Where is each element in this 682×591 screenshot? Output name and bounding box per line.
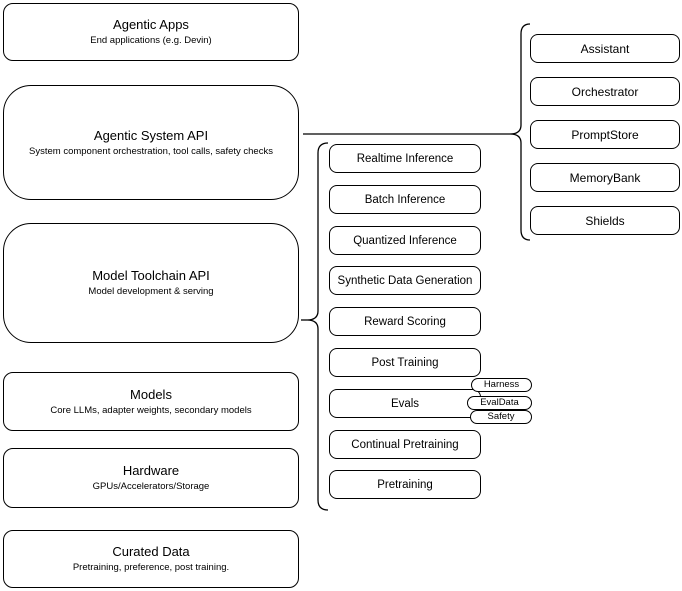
- node-assistant: Assistant: [530, 34, 680, 63]
- node-hardware: Hardware GPUs/Accelerators/Storage: [3, 448, 299, 508]
- node-synthetic-data-generation: Synthetic Data Generation: [329, 266, 481, 295]
- node-shields: Shields: [530, 206, 680, 235]
- node-realtime-inference: Realtime Inference: [329, 144, 481, 173]
- node-evals: Evals: [329, 389, 481, 418]
- node-model-toolchain-api: Model Toolchain API Model development & …: [3, 223, 299, 343]
- node-pretraining: Pretraining: [329, 470, 481, 499]
- node-title: Agentic System API: [93, 127, 209, 143]
- node-title: Curated Data: [112, 544, 190, 559]
- brace-system-components: [509, 23, 531, 241]
- node-continual-pretraining: Continual Pretraining: [329, 430, 481, 459]
- node-subtitle: System component orchestration, tool cal…: [29, 145, 273, 157]
- node-memorybank: MemoryBank: [530, 163, 680, 192]
- node-title: Models: [130, 386, 172, 402]
- node-title: Hardware: [122, 463, 180, 478]
- node-title: Agentic Apps: [113, 17, 189, 32]
- pill-harness: Harness: [471, 378, 532, 392]
- node-subtitle: Pretraining, preference, post training.: [72, 562, 230, 573]
- node-agentic-system-api: Agentic System API System component orch…: [3, 85, 299, 200]
- node-subtitle: End applications (e.g. Devin): [90, 35, 212, 46]
- node-models: Models Core LLMs, adapter weights, secon…: [3, 372, 299, 431]
- node-batch-inference: Batch Inference: [329, 185, 481, 214]
- brace-toolchain-components: [306, 142, 329, 511]
- node-subtitle: Model development & serving: [88, 286, 214, 297]
- pill-evaldata: EvalData: [467, 396, 532, 410]
- node-subtitle: GPUs/Accelerators/Storage: [92, 481, 210, 492]
- pill-safety: Safety: [470, 410, 532, 424]
- node-curated-data: Curated Data Pretraining, preference, po…: [3, 530, 299, 588]
- node-title: Model Toolchain API: [92, 268, 210, 283]
- node-subtitle: Core LLMs, adapter weights, secondary mo…: [50, 404, 252, 416]
- node-quantized-inference: Quantized Inference: [329, 226, 481, 255]
- node-orchestrator: Orchestrator: [530, 77, 680, 106]
- node-promptstore: PromptStore: [530, 120, 680, 149]
- node-agentic-apps: Agentic Apps End applications (e.g. Devi…: [3, 3, 299, 61]
- node-post-training: Post Training: [329, 348, 481, 377]
- node-reward-scoring: Reward Scoring: [329, 307, 481, 336]
